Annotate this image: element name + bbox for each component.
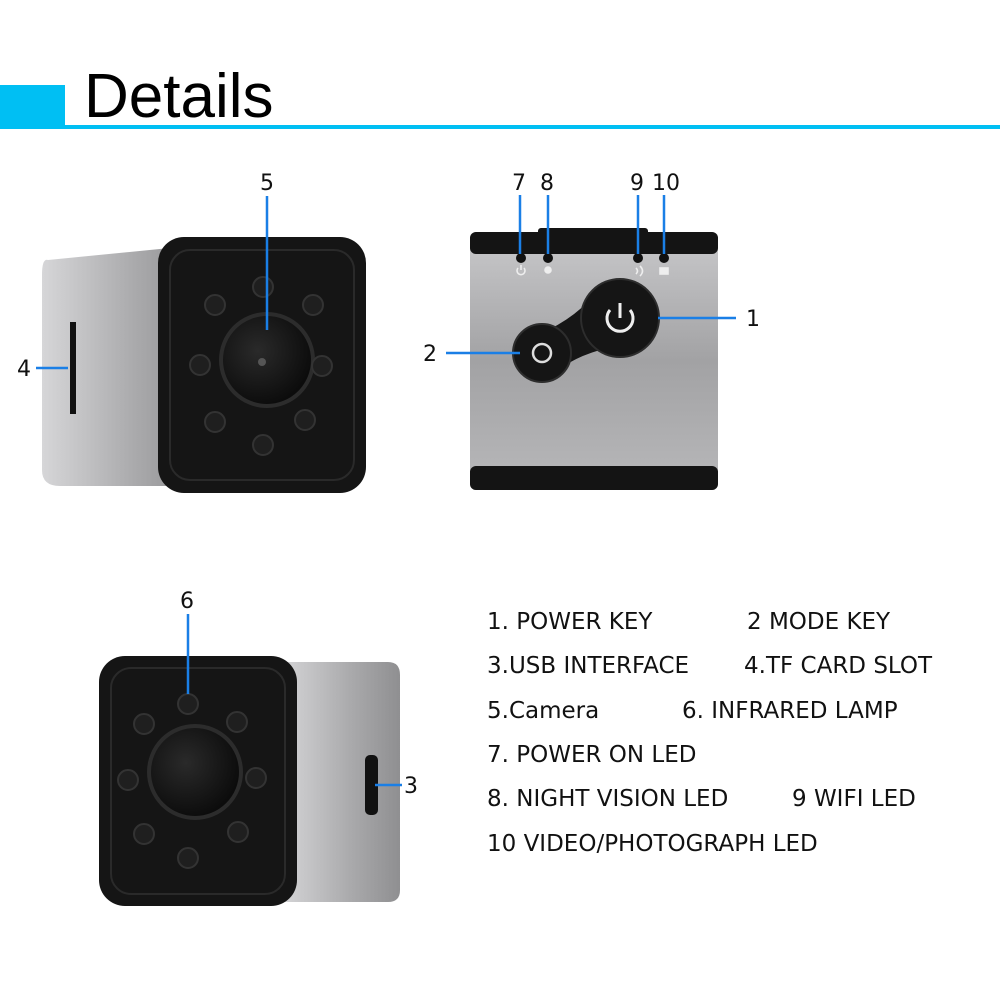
mode-key	[512, 323, 572, 383]
camera-body-side	[280, 662, 400, 902]
status-leds	[516, 253, 669, 263]
wifi-icon	[635, 265, 644, 277]
camera-back-body	[470, 232, 718, 490]
callout-2: 2	[423, 342, 437, 367]
callout-1: 1	[746, 307, 760, 332]
legend-item-10: 10 VIDEO/PHOTOGRAPH LED	[487, 831, 818, 857]
callout-10: 10	[652, 171, 680, 196]
header-accent-block	[0, 85, 65, 129]
callout-6: 6	[180, 589, 194, 614]
camera-back-view	[470, 228, 718, 490]
callout-9: 9	[630, 171, 644, 196]
callout-5: 5	[260, 171, 274, 196]
header-underline	[65, 125, 1000, 129]
camera-front-view	[42, 237, 366, 493]
callout-3: 3	[404, 774, 418, 799]
bulb-icon	[544, 266, 552, 274]
legend-item-6: 6. INFRARED LAMP	[682, 698, 898, 724]
legend-item-3: 3.USB INTERFACE	[487, 653, 690, 679]
infrared-leds	[117, 693, 267, 869]
tf-card-slot	[70, 322, 76, 414]
legend-item-8: 8. NIGHT VISION LED	[487, 786, 729, 812]
callout-7: 7	[512, 171, 526, 196]
legend-item-2: 2 MODE KEY	[747, 609, 891, 635]
power-icon	[605, 309, 635, 333]
legend-item-4: 4.TF CARD SLOT	[744, 653, 933, 679]
usb-interface	[365, 755, 378, 815]
legend-item-1: 1. POWER KEY	[487, 609, 653, 635]
page-title: Details	[84, 62, 274, 131]
legend-item-9: 9 WIFI LED	[792, 786, 916, 812]
camera-angled-view	[99, 656, 400, 906]
callout-8: 8	[540, 171, 554, 196]
power-led-icon	[516, 267, 526, 276]
video-icon	[659, 267, 669, 275]
legend-item-7: 7. POWER ON LED	[487, 742, 697, 768]
legend-item-5: 5.Camera	[487, 698, 600, 724]
callout-4: 4	[17, 357, 31, 382]
camera-lens	[147, 724, 243, 820]
mode-icon	[531, 342, 553, 364]
